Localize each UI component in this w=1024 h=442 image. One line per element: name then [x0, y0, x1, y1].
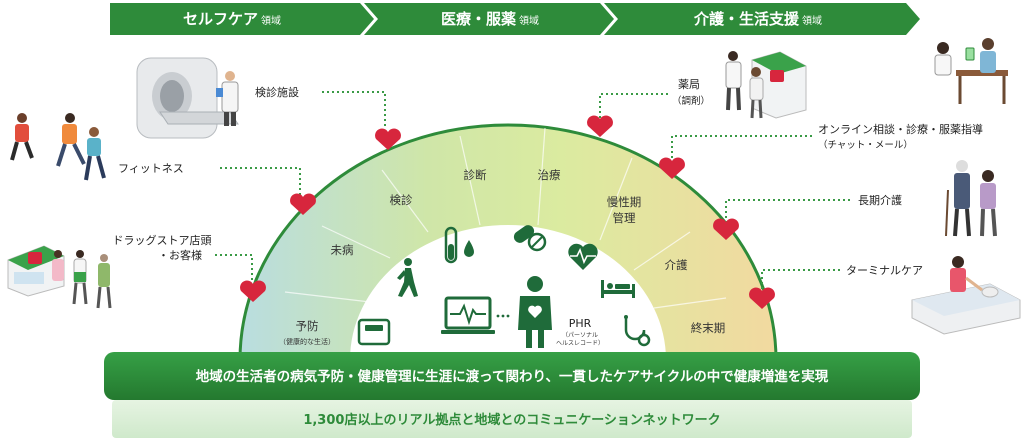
phase-bar: セルフケア領域 医療・服薬領域 介護・生活支援領域 — [110, 3, 920, 35]
connector-long-term — [725, 199, 850, 222]
segment-prevention-note: （健康的な生活） — [279, 337, 335, 346]
label-drugstore-1: ドラッグストア店頭 — [113, 233, 212, 247]
heart-icon-pharmacy — [587, 115, 613, 137]
touchpoint-labels: 検診施設 フィットネス ドラッグストア店頭 ・お客様 薬局 （調剤） オンライン… — [113, 78, 984, 277]
segment-checkup: 検診 — [390, 193, 413, 207]
online-consult-illustration — [934, 38, 1008, 104]
blood-drop-icon — [464, 240, 474, 257]
test-tube-icon — [444, 226, 458, 264]
connector-checkup — [322, 91, 386, 128]
connector-drugstore — [215, 254, 253, 282]
segment-care: 介護 — [665, 258, 688, 272]
touchpoint-connectors — [215, 91, 850, 290]
label-terminal-care: ターミナルケア — [846, 264, 923, 277]
phase-chevron-care — [604, 3, 920, 35]
connector-online — [671, 135, 812, 160]
label-fitness: フィットネス — [118, 162, 184, 175]
phase-chevron-medical — [364, 3, 614, 35]
walking-person-icon — [397, 258, 418, 297]
person-heart-icon — [518, 276, 552, 348]
heart-icon-drugstore — [240, 280, 266, 302]
segment-pre-disease: 未病 — [331, 243, 354, 257]
body-scale-icon — [357, 318, 391, 346]
heart-icon-terminal — [749, 287, 775, 309]
segment-treatment: 治療 — [538, 168, 561, 182]
ct-scanner-illustration — [136, 57, 239, 139]
phase-label-care: 介護・生活支援領域 — [693, 10, 822, 28]
label-online-1: オンライン相談・診療・服薬指導 — [818, 122, 983, 136]
connector-terminal — [761, 269, 840, 290]
segment-diagnosis: 診断 — [464, 168, 487, 182]
stethoscope-icon — [624, 315, 651, 347]
label-drugstore-2: ・お客様 — [158, 248, 202, 262]
hospital-bed-icon — [601, 280, 635, 298]
segment-chronic-1: 慢性期 — [607, 195, 642, 209]
drugstore-illustration — [7, 245, 112, 309]
connector-fitness — [220, 167, 301, 196]
phr-sub2: ヘルスレコード） — [556, 340, 604, 347]
fitness-people-illustration — [10, 113, 106, 181]
phr-sub1: （パーソナル — [562, 332, 598, 339]
care-arc — [238, 123, 778, 361]
terminal-care-illustration — [911, 256, 1021, 335]
long-term-care-illustration — [945, 160, 997, 237]
touchpoint-hearts — [240, 115, 775, 309]
arc-outline — [238, 123, 778, 361]
label-pharmacy-2: （調剤） — [672, 95, 710, 107]
segment-labels: 予防 （健康的な生活） 未病 検診 診断 治療 慢性期 管理 介護 終末期 — [279, 168, 725, 346]
monitor-ecg-icon — [441, 296, 495, 334]
mission-banner-text: 地域の生活者の病気予防・健康管理に生涯に渡って関わり、一貫したケアサイクルの中で… — [196, 368, 829, 385]
phr-label: PHR （パーソナル ヘルスレコード） — [556, 317, 604, 347]
heart-icon-online — [659, 157, 685, 179]
connector-pharmacy — [599, 93, 668, 118]
phase-chevron-selfcare — [110, 3, 374, 35]
network-banner-text: 1,300店以上のリアル拠点と地域とのコミュニケーションネットワーク — [303, 412, 720, 428]
segment-chronic-2: 管理 — [613, 211, 636, 225]
segment-prevention: 予防 — [296, 319, 319, 333]
label-long-term-care: 長期介護 — [858, 193, 902, 207]
heart-icon-checkup — [375, 128, 401, 150]
label-pharmacy-1: 薬局 — [678, 78, 700, 91]
inner-icons — [357, 225, 651, 348]
mission-banner-bg — [104, 352, 920, 400]
arc-band — [240, 125, 776, 360]
segment-end-of-life: 終末期 — [691, 321, 726, 335]
network-banner-bg — [112, 400, 912, 438]
phase-label-medical: 医療・服薬領域 — [441, 10, 539, 28]
connector-dots — [496, 314, 510, 318]
label-online-2: （チャット・メール） — [818, 139, 913, 151]
phr-title: PHR — [569, 317, 592, 330]
heart-icon-fitness — [290, 193, 316, 215]
heart-icon-long-term — [713, 218, 739, 240]
pills-icon — [513, 225, 547, 252]
heart-pulse-icon — [568, 243, 598, 270]
label-checkup-facility: 検診施設 — [255, 85, 299, 99]
phase-label-selfcare: セルフケア領域 — [183, 10, 281, 28]
banner-area: 1,300店以上のリアル拠点と地域とのコミュニケーションネットワーク 地域の生活… — [104, 352, 920, 438]
pharmacy-illustration — [725, 51, 807, 119]
